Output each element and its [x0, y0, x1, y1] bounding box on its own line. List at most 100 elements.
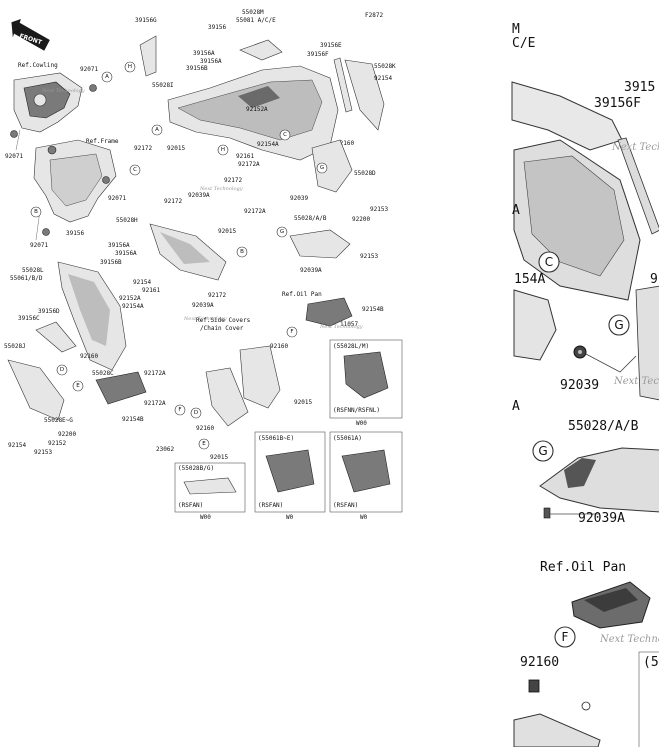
label-39156b-b: 39156B: [100, 259, 122, 266]
zoom-upper-cowl: [511, 81, 623, 151]
zoom-nut-92160: [528, 679, 540, 693]
zoom-label-39156f: 39156F: [594, 96, 641, 111]
label-92071-c: 92071: [108, 195, 126, 202]
svg-text:C: C: [283, 132, 287, 138]
callout-e-b: E: [198, 438, 210, 450]
variant-box-55028bg: (55028B/G) (RSFAN): [174, 462, 246, 513]
label-11057: 11057: [340, 321, 358, 328]
callout-f-a: F: [286, 326, 298, 338]
watermark-c: Next Technology: [183, 316, 227, 322]
grommet-92071-c: [102, 176, 110, 184]
front-arrow: FRONT: [11, 18, 50, 51]
zoom-label-9: 9: [650, 272, 658, 287]
variant-box-55028lm: (55028L/M) (RSFNN/RSFNL): [329, 339, 403, 419]
lower-panel-55028j: [7, 359, 65, 421]
variant-55061be-caption: (RSFAN): [258, 502, 283, 509]
label-92071-a: 92071: [80, 66, 98, 73]
label-39156a-c: 39156A: [108, 242, 130, 249]
figure-code: F2872: [365, 12, 383, 19]
variant-55028lm-caption: (RSFNN/RSFNL): [333, 407, 380, 414]
zoom-panel: M C/E 3915 39156F Next Technology A 154A…: [511, 22, 659, 747]
label-39156a-b: 39156A: [200, 58, 222, 65]
svg-text:B: B: [34, 209, 38, 215]
label-55028h: 55028H: [116, 217, 138, 224]
label-55028j: 55028J: [4, 343, 26, 350]
svg-text:H: H: [221, 147, 225, 153]
label-39156g: 39156G: [135, 17, 157, 24]
label-55028l: 55028L: [22, 267, 44, 274]
label-39156f: 39156F: [307, 51, 329, 58]
label-92154a: 92154A: [257, 141, 279, 148]
callout-h-a: H: [124, 61, 136, 73]
label-55028ab: 55028/A/B: [294, 215, 327, 222]
label-92154-d: 92154: [8, 442, 26, 449]
side-cowl-55028h: [149, 223, 227, 281]
zoom-lower-fin: [513, 289, 557, 361]
zoom-nut-92039: [573, 345, 637, 373]
svg-text:A: A: [105, 74, 109, 80]
label-92152: 92152: [48, 440, 66, 447]
svg-text:F: F: [290, 329, 293, 335]
variant-55061be-code: W0: [286, 514, 294, 521]
zoom-label-92039: 92039: [560, 378, 599, 393]
zoom-watermark-c: Next Technology: [599, 634, 659, 645]
svg-text:E: E: [202, 441, 206, 447]
ref-frame-label: Ref.Frame: [86, 138, 119, 145]
zoom-top-2: C/E: [512, 36, 535, 51]
label-92152a-b: 92152A: [119, 295, 141, 302]
cowling-stay: [13, 72, 83, 151]
label-55028i: 55028I: [152, 82, 174, 89]
svg-text:D: D: [194, 410, 198, 416]
zoom-top-1: M: [512, 22, 520, 37]
seal-39156g: [139, 35, 157, 77]
label-92161-b: 92161: [142, 287, 160, 294]
variant-55028lm-code: W00: [356, 420, 367, 427]
label-39156c: 39156C: [18, 315, 40, 322]
svg-text:E: E: [76, 383, 80, 389]
label-92172a: 92172A: [238, 161, 260, 168]
svg-text:B: B: [240, 249, 244, 255]
label-92152a: 92152A: [246, 106, 268, 113]
main-upper-cowl: [167, 65, 339, 161]
lower-cowl-55028ab: [289, 229, 351, 259]
label-39156-b: 39156: [66, 230, 84, 237]
callout-f-b: F: [174, 404, 186, 416]
label-55081: 55081 A/C/E: [236, 17, 276, 24]
grommet-92071-b: [10, 130, 18, 138]
label-92161: 92161: [236, 153, 254, 160]
zoom-lower-cowl: [539, 447, 659, 513]
label-92015-c: 92015: [294, 399, 312, 406]
inner-panel-55028c: [95, 371, 147, 405]
label-92015-d: 92015: [210, 454, 228, 461]
label-92154-c: 92154: [133, 279, 151, 286]
ref-side-covers-label-1: Ref.Side Covers: [196, 317, 251, 324]
variant-55028bg-caption: (RSFAN): [178, 502, 203, 509]
zoom-label-92160: 92160: [520, 655, 559, 670]
seal-39156e: [333, 57, 353, 113]
label-92172a-b: 92172A: [244, 208, 266, 215]
label-39156: 39156: [208, 24, 226, 31]
label-55028m: 55028M: [242, 9, 264, 16]
variant-box-55061be: (55061B~E) (RSFAN): [254, 431, 326, 513]
watermark-b: Next Technology: [199, 186, 243, 192]
callout-c-a: C: [129, 164, 141, 176]
label-92172-a: 92172: [134, 145, 152, 152]
label-92154b-b: 92154B: [122, 416, 144, 423]
variant-55028bg-code: W00: [200, 514, 211, 521]
callout-e-a: E: [72, 380, 84, 392]
label-92153-c: 92153: [34, 449, 52, 456]
zoom-right-panel: [635, 285, 659, 401]
label-92039-a: 92039: [290, 195, 308, 202]
callout-c-b: C: [279, 129, 291, 141]
variant-box-55061a: (55061A) (RSFAN): [329, 431, 403, 513]
side-cowl-55028l: [57, 261, 127, 371]
svg-text:H: H: [128, 64, 132, 70]
watermark-a: Next Technology: [41, 88, 85, 94]
ref-side-covers-label-2: /Chain Cover: [200, 325, 244, 332]
callout-b-a: B: [30, 206, 42, 218]
label-92172-c: 92172: [164, 198, 182, 205]
zoom-variant-box: [638, 651, 659, 747]
zoom-label-92039a: 92039A: [578, 511, 625, 526]
frame-part: [33, 139, 117, 241]
label-23062: 23062: [156, 446, 174, 453]
